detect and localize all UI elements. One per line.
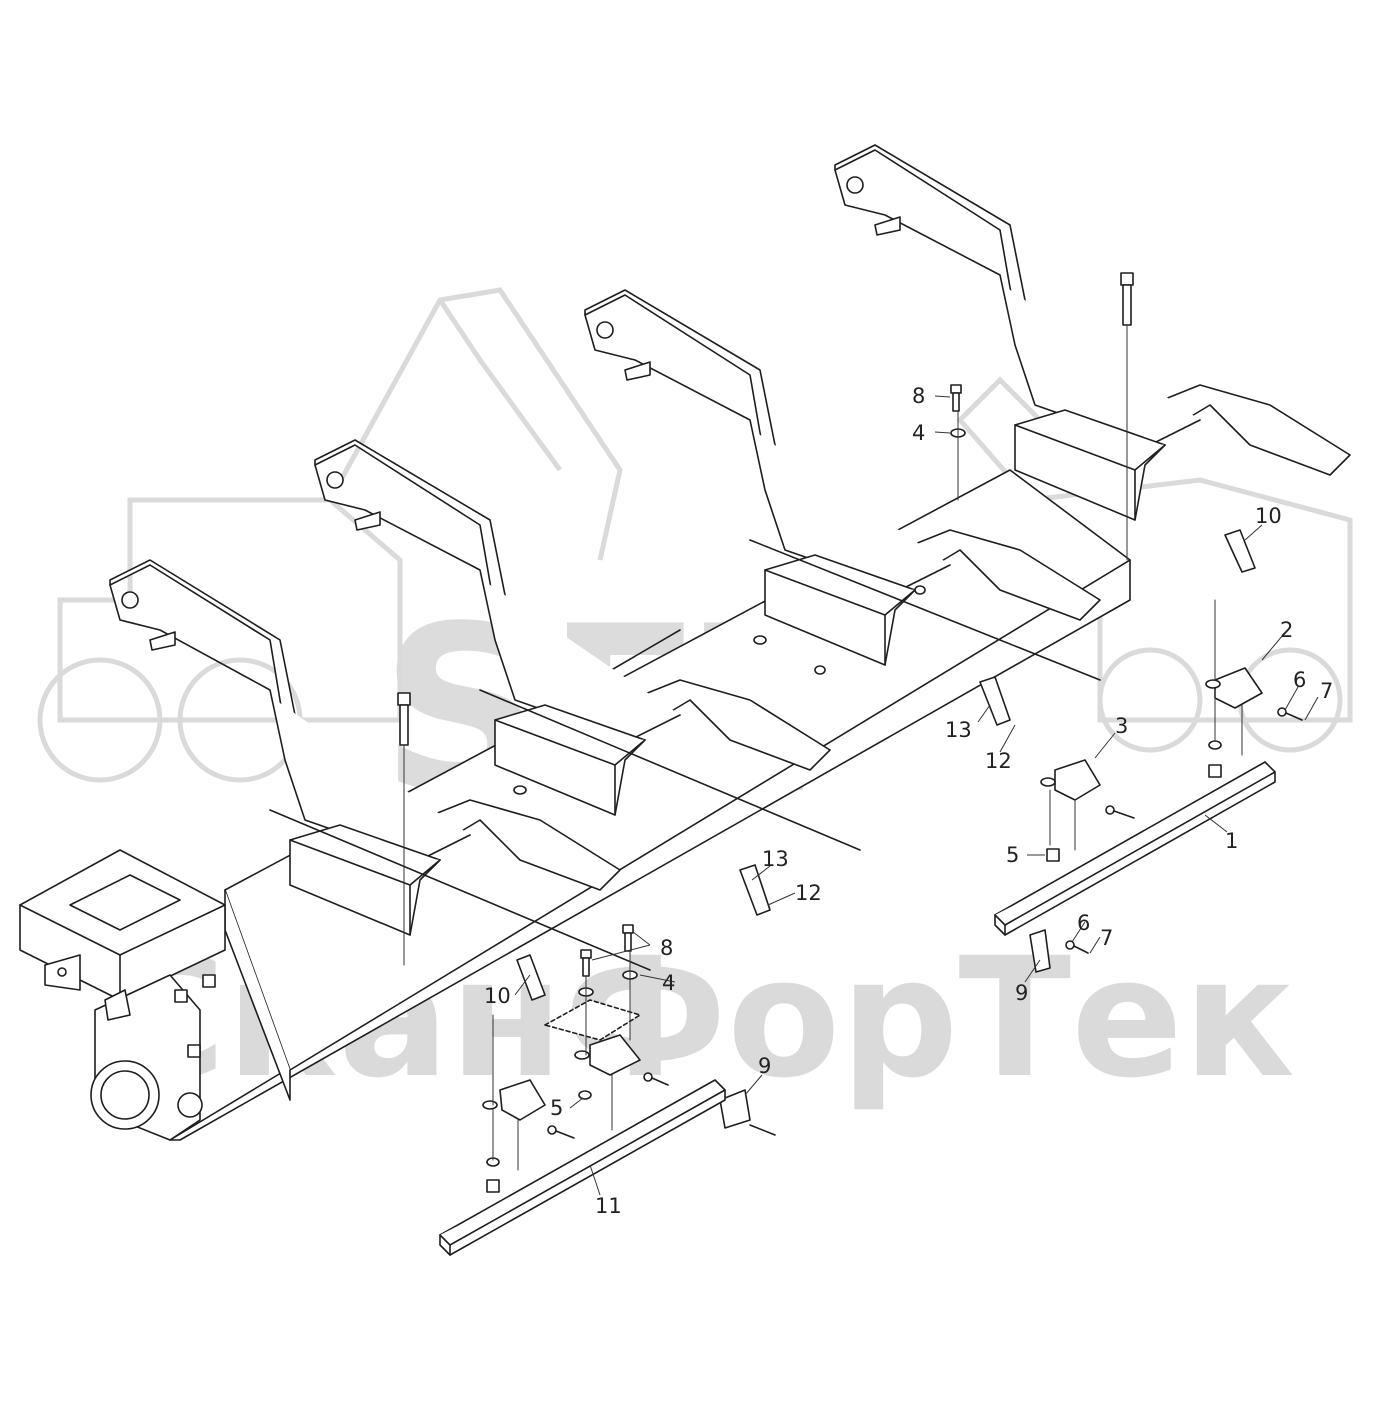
projection-lines — [403, 324, 1243, 1171]
callout-12-rear: 12 — [985, 749, 1012, 773]
callout-5-front: 5 — [550, 1096, 563, 1120]
callout-3: 3 — [1115, 714, 1128, 738]
callout-2: 2 — [1280, 618, 1293, 642]
callout-1: 1 — [1225, 829, 1238, 853]
long-bolt-rear — [1120, 272, 1134, 326]
callout-7-top: 7 — [1320, 679, 1333, 703]
callout-8-rear: 8 — [912, 384, 925, 408]
callout-11: 11 — [595, 1194, 622, 1218]
cross-member-2 — [494, 704, 646, 816]
callout-4-rear: 4 — [912, 421, 925, 445]
callout-13-rear: 13 — [945, 718, 972, 742]
callout-7-bottom: 7 — [1100, 926, 1113, 950]
frame-assembly — [19, 144, 1351, 1256]
cross-member-3 — [764, 554, 916, 666]
callout-10-rear: 10 — [1255, 504, 1282, 528]
callout-9-rear: 9 — [1015, 981, 1028, 1005]
callout-13-front: 13 — [762, 847, 789, 871]
front-rail — [439, 1079, 726, 1256]
front-axle-housing — [19, 849, 226, 1141]
cross-member-1 — [289, 824, 441, 936]
callout-5-rear: 5 — [1006, 843, 1019, 867]
tie-rod-3 — [749, 539, 1101, 681]
callout-4-front: 4 — [662, 971, 675, 995]
callout-12-front: 12 — [795, 881, 822, 905]
long-bolt-front — [397, 692, 411, 746]
callout-6-top: 6 — [1293, 668, 1306, 692]
rear-hardware-group — [950, 384, 1303, 973]
rear-rail — [994, 761, 1276, 936]
callout-8-front: 8 — [660, 936, 673, 960]
callout-10-front: 10 — [484, 984, 511, 1008]
callout-leaders — [514, 395, 1319, 1196]
callout-6-bottom: 6 — [1077, 911, 1090, 935]
tie-rod-1 — [269, 809, 651, 971]
tie-rod-2 — [479, 689, 861, 851]
callout-labels: 1 2 3 4 4 5 5 6 6 7 7 8 8 9 9 10 10 11 1… — [484, 384, 1333, 1218]
front-hardware-group — [482, 864, 776, 1193]
callout-9-front: 9 — [758, 1054, 771, 1078]
